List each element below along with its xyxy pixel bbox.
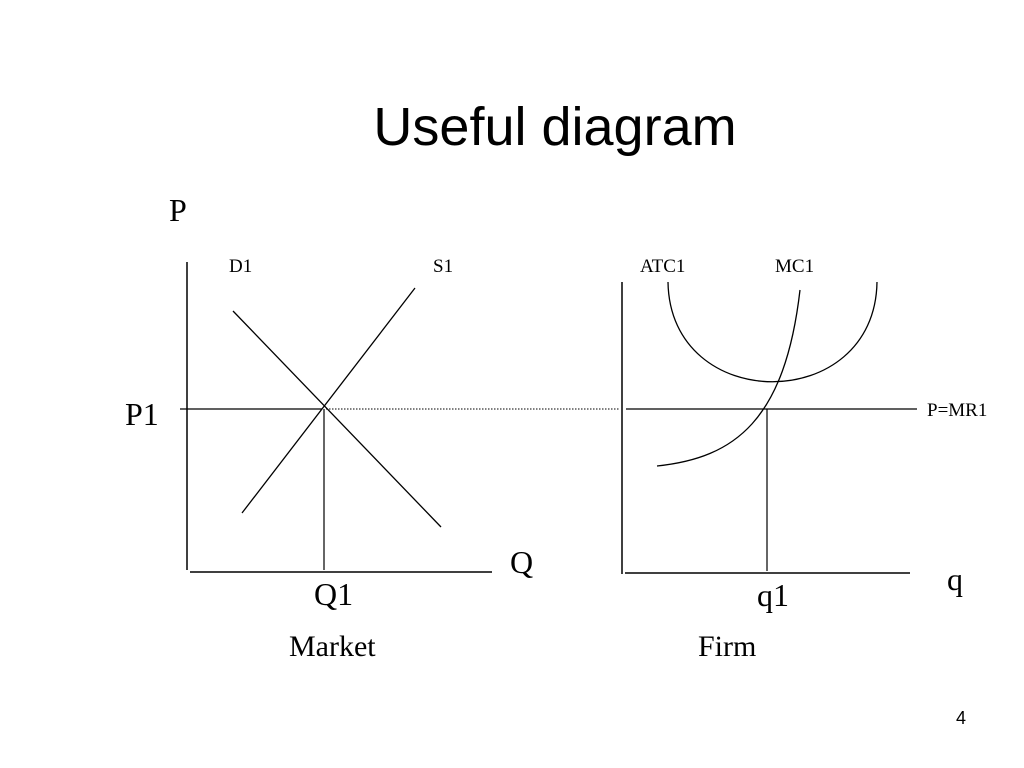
mc-curve xyxy=(656,289,801,467)
price-level-label: P1 xyxy=(125,396,159,432)
demand-curve xyxy=(232,310,442,528)
firm-graph: ATC1 MC1 P=MR1 q q1 Firm xyxy=(621,256,987,663)
firm-x-axis-label: q xyxy=(947,561,963,597)
price-mr-label: P=MR1 xyxy=(927,400,987,421)
page-number: 4 xyxy=(955,708,966,728)
atc-curve-label: ATC1 xyxy=(640,256,685,277)
atc-curve xyxy=(667,281,878,383)
market-graph: P Q D1 S1 P1 Q1 Market xyxy=(125,192,533,663)
firm-quantity-label: q1 xyxy=(757,577,789,613)
market-caption: Market xyxy=(289,630,376,663)
slide-title: Useful diagram xyxy=(373,97,737,157)
market-quantity-label: Q1 xyxy=(314,576,353,612)
market-y-axis-label: P xyxy=(169,192,187,228)
supply-curve xyxy=(241,287,416,514)
firm-caption: Firm xyxy=(698,630,756,663)
supply-curve-label: S1 xyxy=(433,256,453,277)
demand-curve-label: D1 xyxy=(229,256,252,277)
market-x-axis-label: Q xyxy=(510,544,533,580)
mc-curve-label: MC1 xyxy=(775,256,814,277)
